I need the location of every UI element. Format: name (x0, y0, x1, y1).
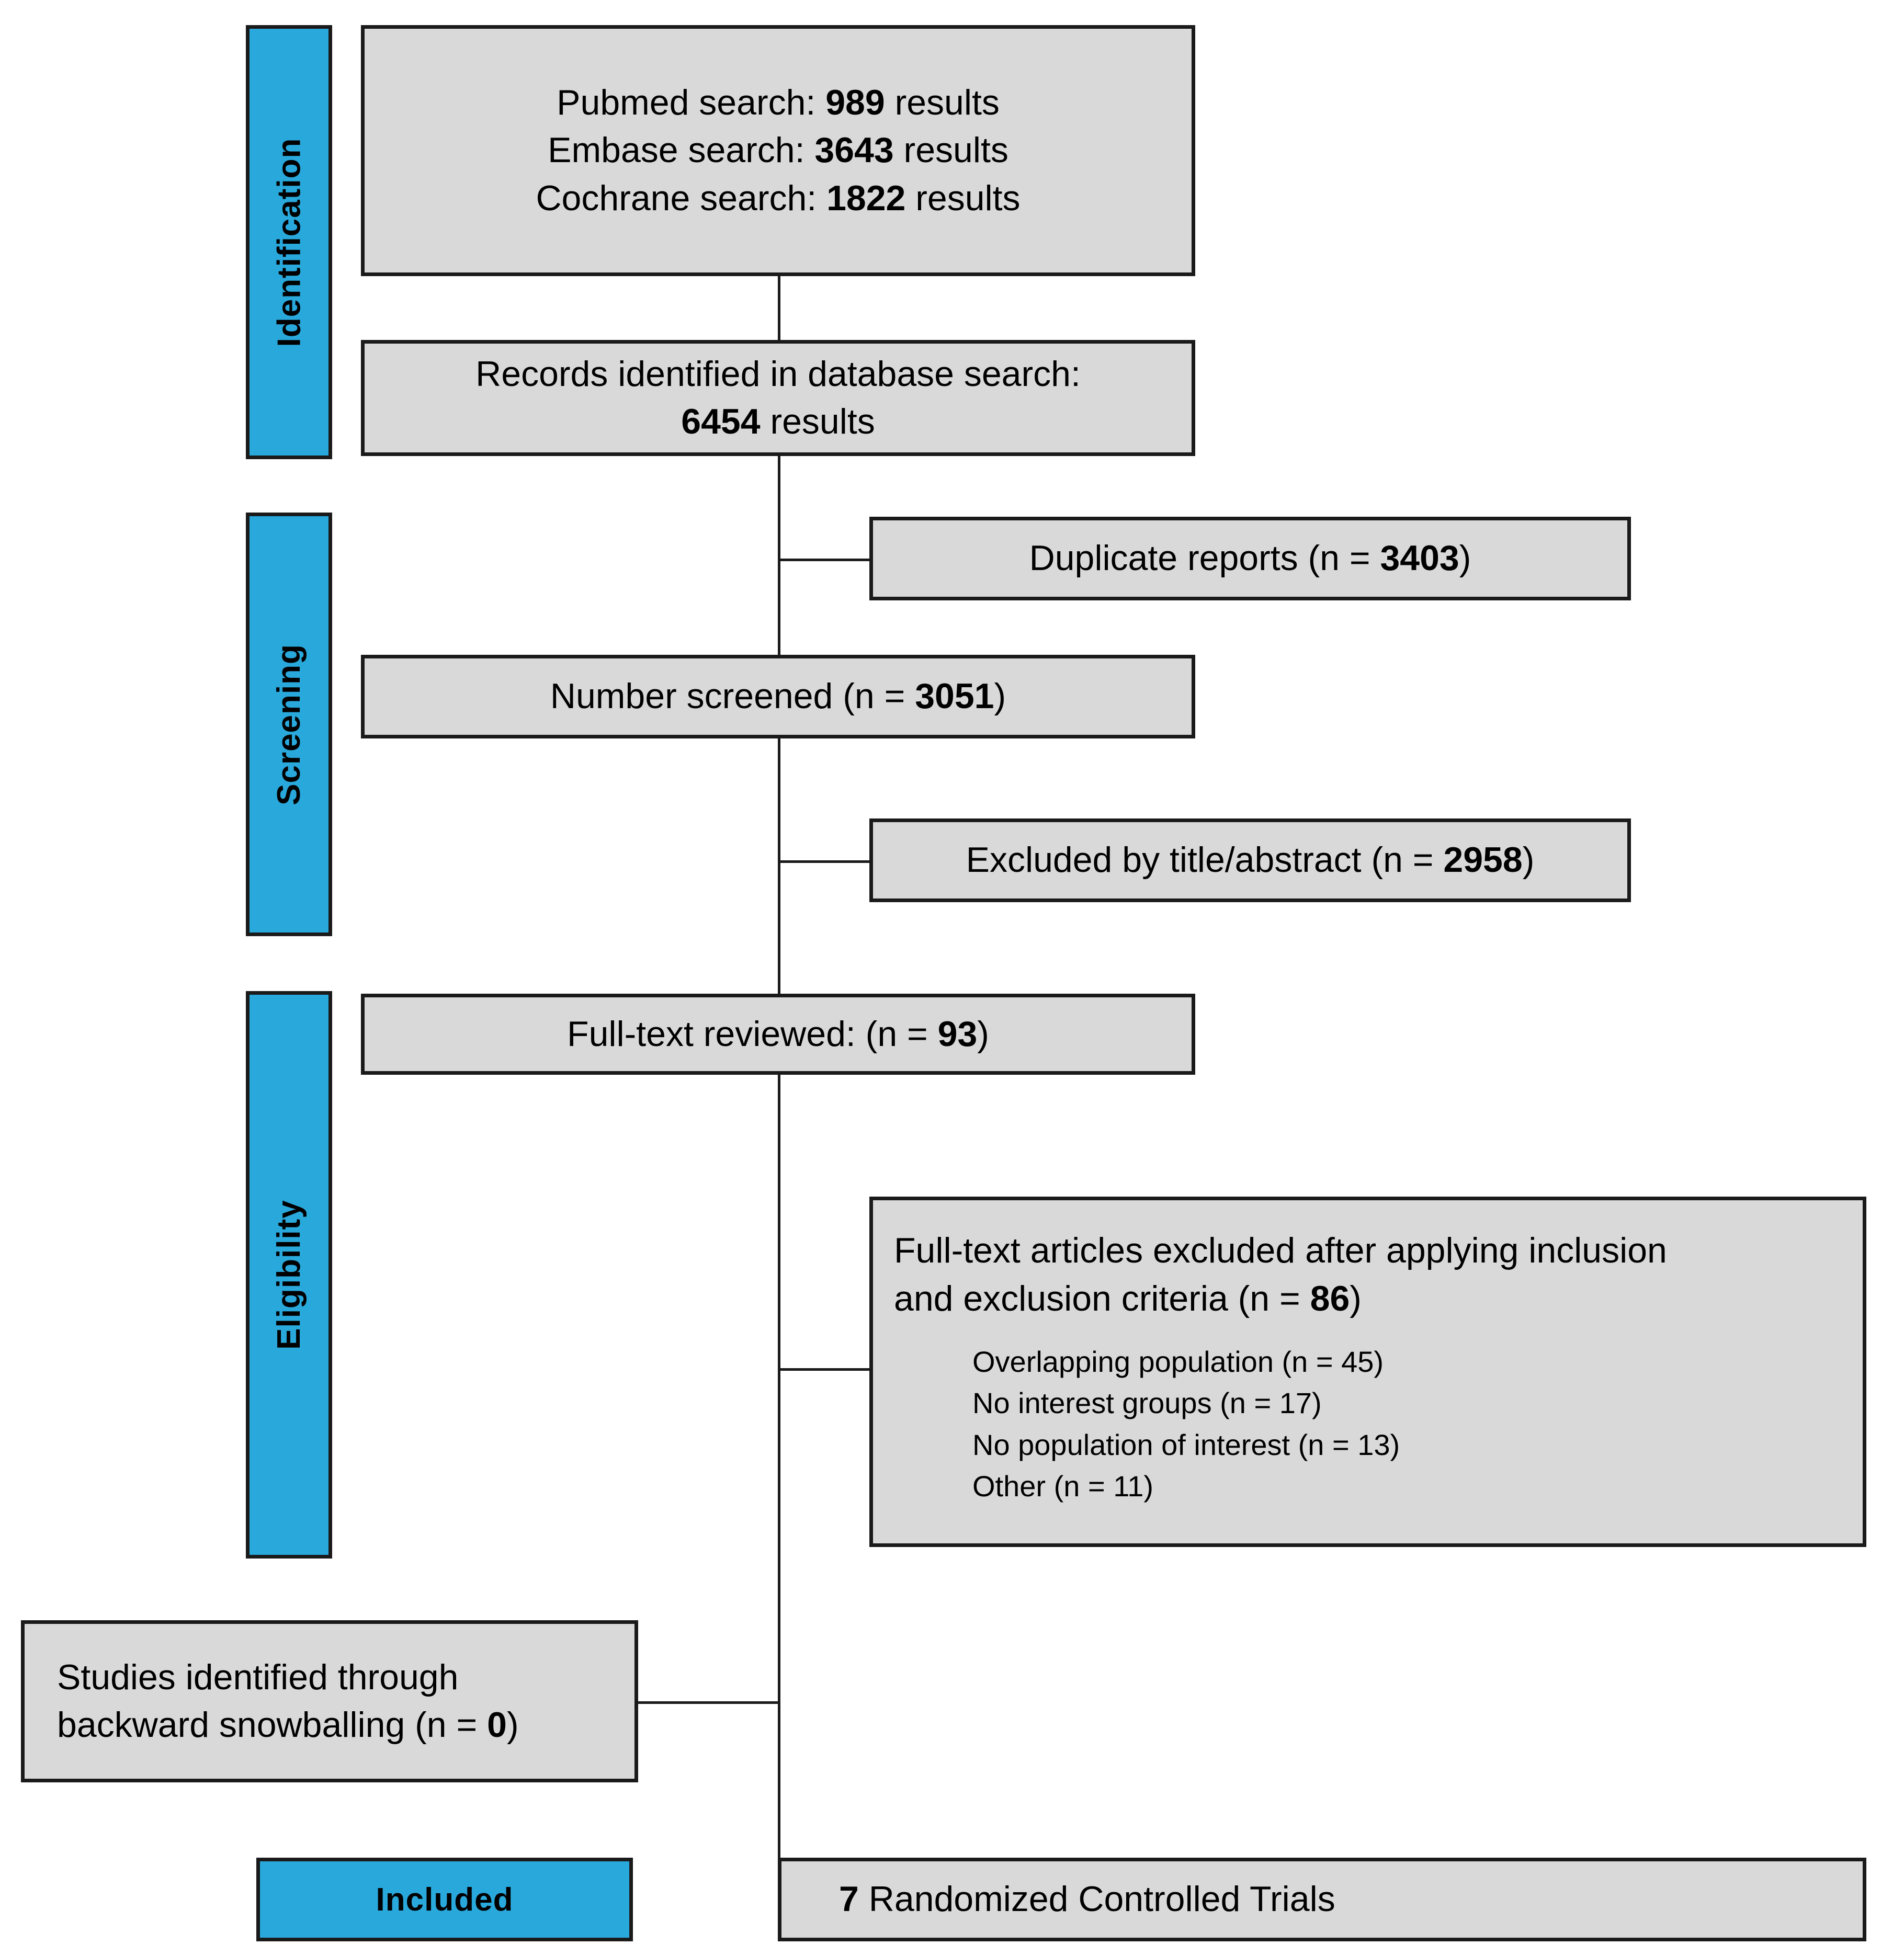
db-search-line-pubmed: Pubmed search: 989 results (386, 79, 1171, 127)
node-number-screened: Number screened (n = 3051) (361, 655, 1195, 738)
snowballing-prefix: backward snowballing (n = (57, 1705, 488, 1745)
records-identified-value: 6454 (681, 402, 761, 441)
excluded-ta-prefix: Excluded by title/abstract (n = (966, 840, 1444, 880)
db-search-prefix-embase: Embase search: (548, 130, 815, 170)
screened-prefix: Number screened (n = (550, 676, 915, 717)
full-text-excluded-line2: and exclusion criteria (n = 86) (894, 1275, 1842, 1323)
exclusion-reason-item: Other (n = 11) (972, 1470, 1154, 1503)
stage-bar-included: Included (256, 1858, 633, 1941)
snowballing-value: 0 (487, 1705, 507, 1745)
stage-bar-eligibility: Eligibility (246, 991, 332, 1559)
full-text-excluded-prefix: and exclusion criteria (n = (894, 1279, 1310, 1319)
stage-label-identification: Identification (271, 138, 307, 347)
connector-stub-snowballing (636, 1701, 779, 1704)
snowballing-line2: backward snowballing (n = 0) (57, 1701, 614, 1749)
stage-bar-screening: Screening (246, 513, 332, 936)
exclusion-reason-item: No population of interest (n = 13) (972, 1428, 1400, 1461)
excluded-ta-value: 2958 (1443, 840, 1523, 880)
screened-value: 3051 (915, 676, 994, 717)
db-search-suffix-cochrane: results (905, 178, 1021, 218)
node-database-searches: Pubmed search: 989 results Embase search… (361, 25, 1195, 276)
duplicates-prefix: Duplicate reports (n = (1029, 538, 1380, 578)
connector-db-to-records (778, 274, 780, 340)
db-search-value-pubmed: 989 (825, 83, 885, 123)
connector-records-to-screened (778, 456, 780, 697)
included-result-value: 7 (839, 1879, 859, 1919)
db-search-prefix-cochrane: Cochrane search: (536, 178, 827, 218)
node-backward-snowballing: Studies identified through backward snow… (21, 1620, 638, 1782)
full-text-excluded-value: 86 (1310, 1279, 1350, 1319)
full-text-excluded-suffix: ) (1350, 1279, 1362, 1319)
full-text-reviewed-suffix: ) (977, 1014, 989, 1054)
node-excluded-title-abstract: Excluded by title/abstract (n = 2958) (869, 818, 1631, 902)
full-text-reviewed-prefix: Full-text reviewed: (n = (567, 1014, 938, 1054)
db-search-prefix-pubmed: Pubmed search: (557, 83, 826, 123)
full-text-excluded-reason-list: Overlapping population (n = 45) No inter… (894, 1323, 1842, 1507)
records-identified-line1: Records identified in database search: (475, 354, 1081, 394)
snowballing-suffix: ) (506, 1705, 519, 1745)
duplicates-value: 3403 (1380, 538, 1459, 578)
included-result-suffix: Randomized Controlled Trials (858, 1879, 1335, 1919)
snowballing-line1: Studies identified through (57, 1657, 459, 1697)
records-identified-line2: 6454 results (386, 398, 1171, 446)
exclusion-reason-item: Overlapping population (n = 45) (972, 1345, 1384, 1378)
connector-stub-excluded-ta (778, 860, 869, 863)
db-search-value-cochrane: 1822 (826, 178, 906, 218)
screened-suffix: ) (994, 676, 1006, 717)
duplicates-suffix: ) (1459, 538, 1471, 578)
full-text-excluded-line1: Full-text articles excluded after applyi… (894, 1231, 1667, 1270)
stage-label-included: Included (376, 1881, 514, 1918)
db-search-value-embase: 3643 (814, 130, 894, 170)
connector-screened-to-fulltext (778, 697, 780, 1021)
node-included-result: 7 Randomized Controlled Trials (778, 1858, 1866, 1941)
exclusion-reason-item: No interest groups (n = 17) (972, 1386, 1322, 1420)
node-full-text-reviewed: Full-text reviewed: (n = 93) (361, 994, 1195, 1075)
stage-label-screening: Screening (271, 643, 307, 805)
connector-stub-fulltext-excl (778, 1368, 869, 1371)
db-search-line-cochrane: Cochrane search: 1822 results (386, 175, 1171, 222)
full-text-reviewed-value: 93 (937, 1014, 978, 1054)
node-records-identified: Records identified in database search: 6… (361, 340, 1195, 456)
connector-stub-duplicates (778, 559, 869, 561)
excluded-ta-suffix: ) (1522, 840, 1535, 880)
node-duplicate-reports: Duplicate reports (n = 3403) (869, 517, 1631, 600)
stage-label-eligibility: Eligibility (271, 1200, 307, 1350)
db-search-suffix-pubmed: results (885, 83, 1000, 123)
records-identified-suffix: results (760, 402, 875, 441)
node-full-text-excluded: Full-text articles excluded after applyi… (869, 1197, 1866, 1547)
db-search-line-embase: Embase search: 3643 results (386, 127, 1171, 174)
connector-fulltext-to-included (778, 1021, 780, 1904)
db-search-suffix-embase: results (893, 130, 1008, 170)
stage-bar-identification: Identification (246, 25, 332, 459)
